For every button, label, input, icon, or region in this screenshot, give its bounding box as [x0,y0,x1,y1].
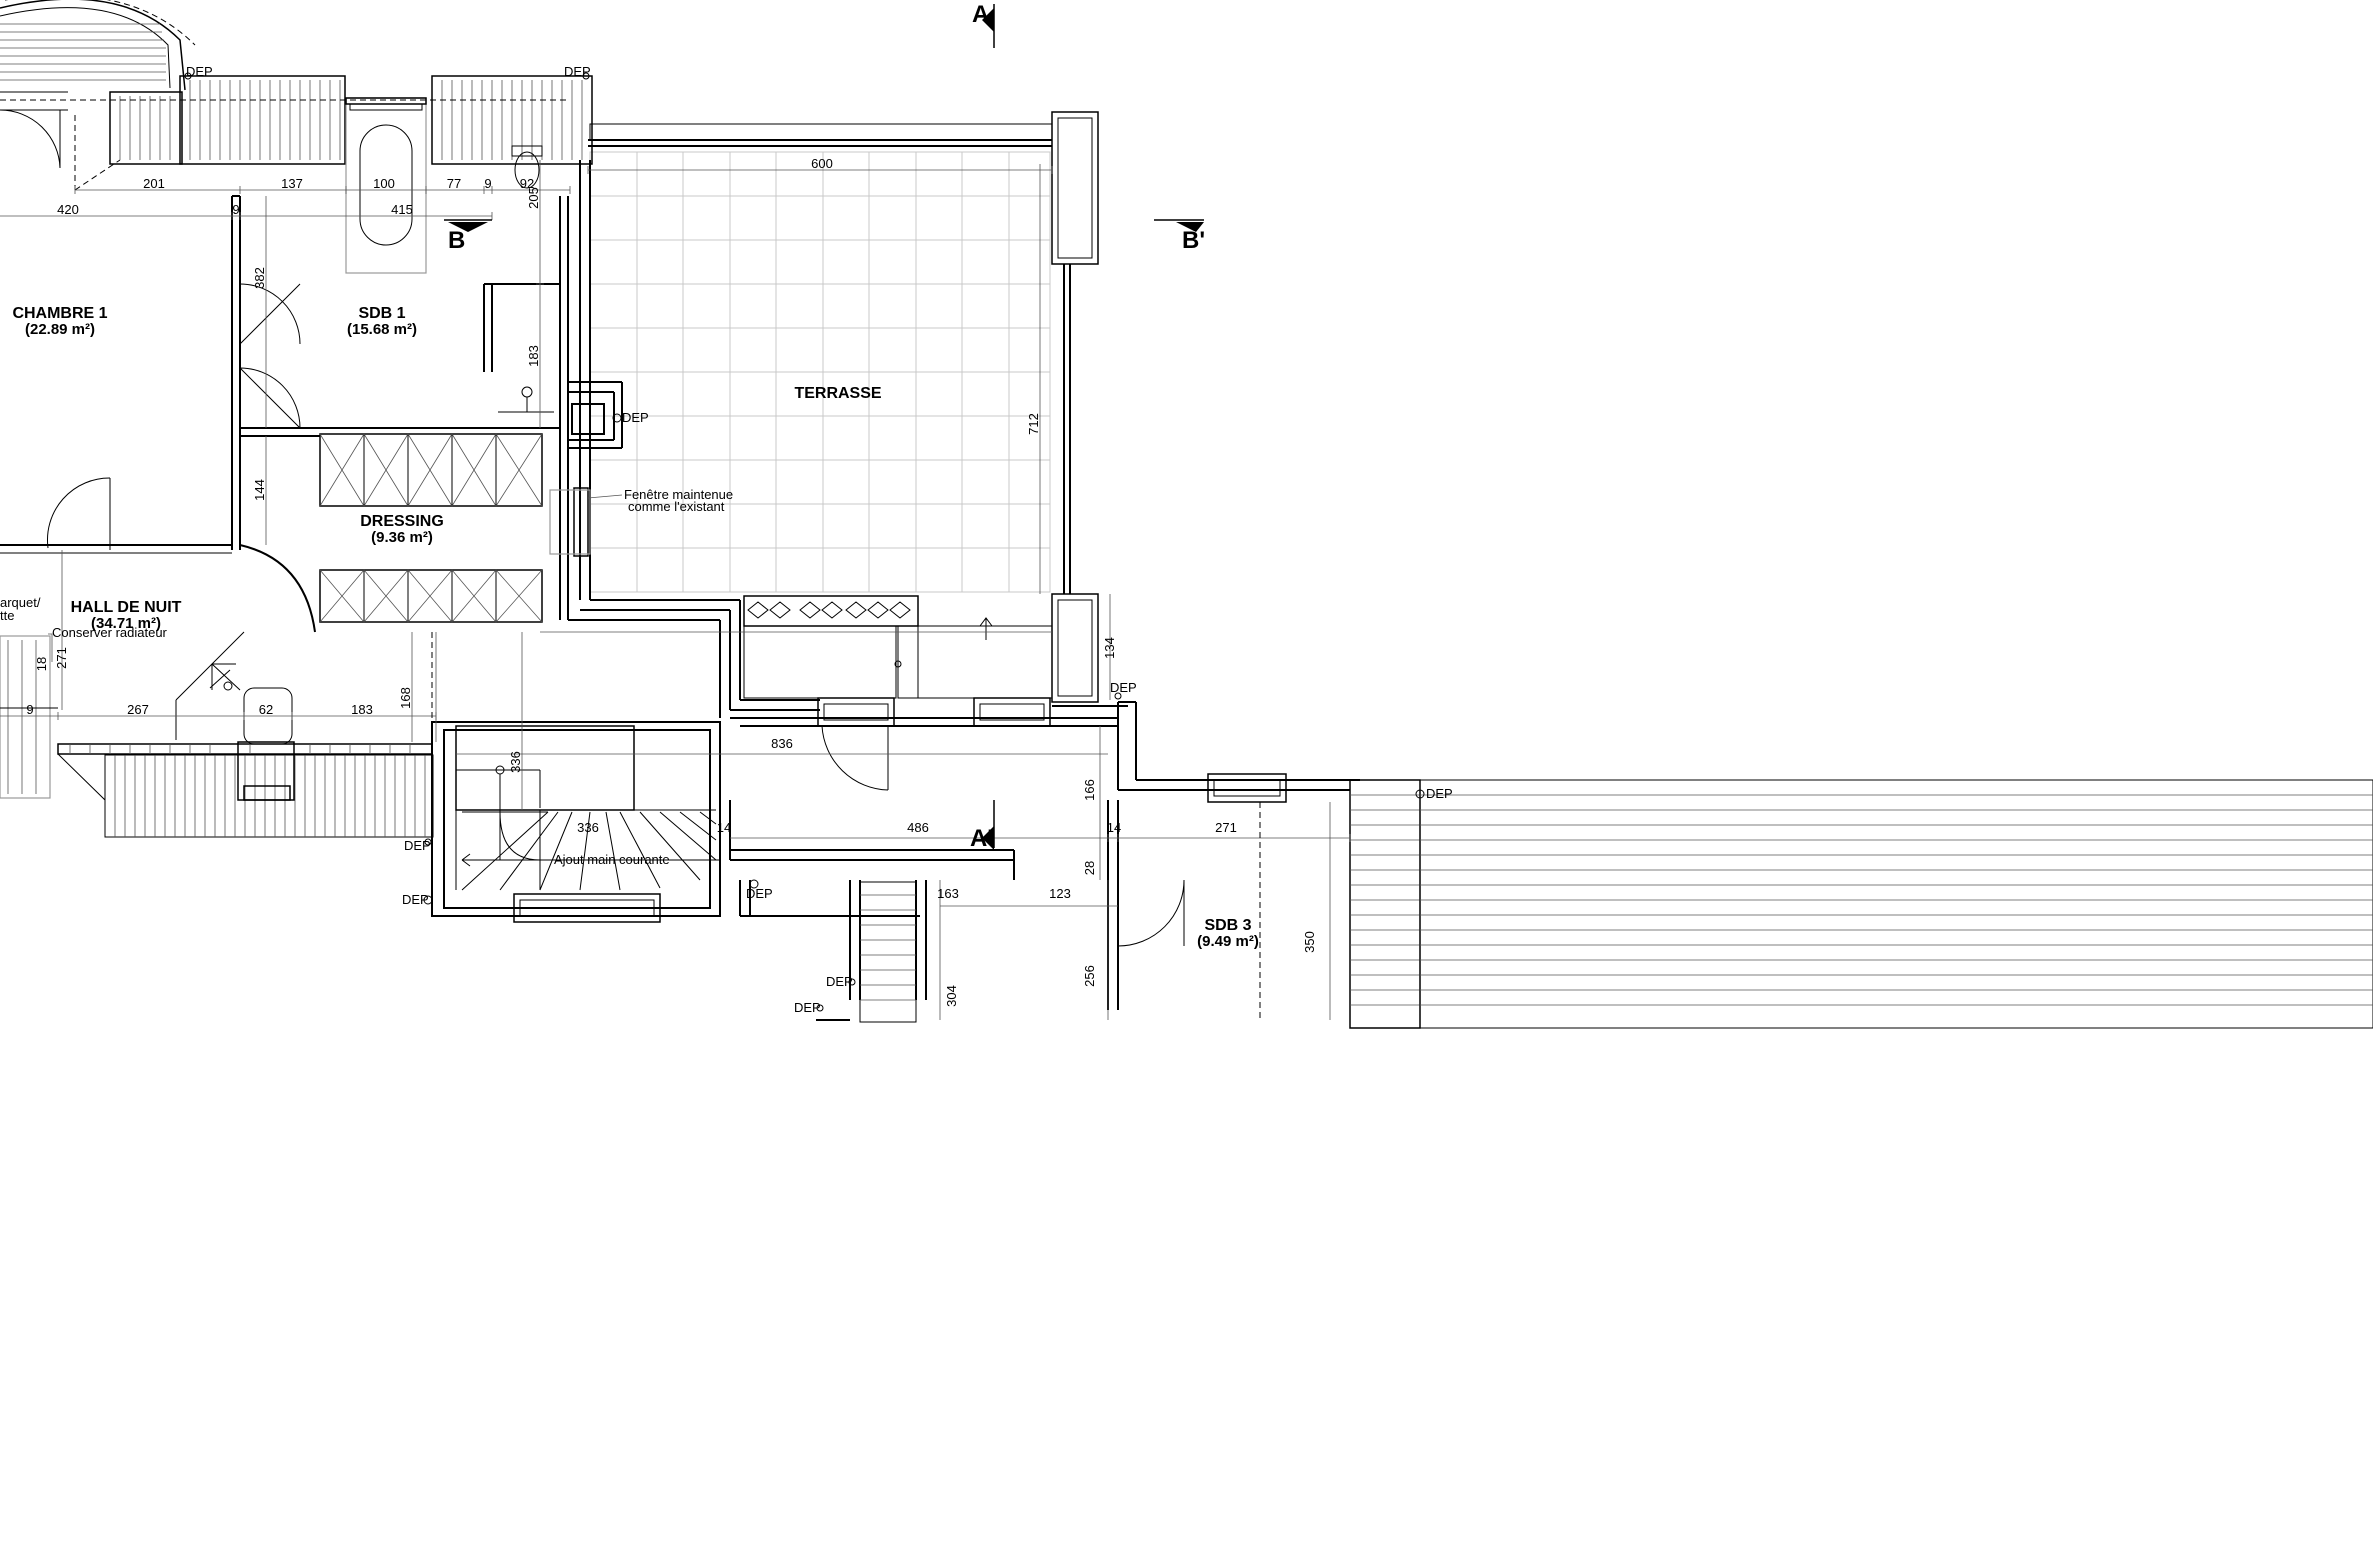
dim-text: 134 [1102,637,1117,659]
door-swings [0,109,1185,947]
dim-text: 304 [944,985,959,1007]
dim-text: 382 [252,267,267,289]
dep-label: DEP [826,974,853,989]
dim-text: 9 [232,202,239,217]
dim-text: 77 [447,176,461,191]
section-a-prime-label: A' [970,825,993,852]
dep-label: DEP [622,410,649,425]
dep-label: DEP [1426,786,1453,801]
dep-label: DEP [746,886,773,901]
note-parquet-2: tte [0,608,14,623]
dim-text: 168 [398,687,413,709]
room-name-dressing: DRESSING [360,513,444,530]
room-area-sdb3: (9.49 m²) [1197,933,1259,950]
room-name-terrasse: TERRASSE [794,385,881,402]
bottom-right-railing [1349,779,2373,1029]
dim-text: 62 [259,702,273,717]
dep-label: DEP [794,1000,821,1015]
room-area-sdb1: (15.68 m²) [347,321,417,338]
note-fenetre-line1: Fenêtre maintenue [624,487,733,502]
section-a-label: A [972,1,989,28]
bottom-railing-left [57,741,434,838]
dim-text: 336 [508,751,523,773]
top-railing-right [431,75,593,165]
room-area-dressing: (9.36 m²) [371,529,433,546]
section-marker-a: A [972,1,995,48]
planter [743,595,919,627]
dim-text: 163 [937,886,959,901]
dim-text: 166 [1082,779,1097,801]
dim-text: 123 [1049,886,1071,901]
dim-text: 486 [907,820,929,835]
note-main-courante-text: Ajout main courante [554,852,670,867]
dim-text: 256 [1082,965,1097,987]
room-area-chambre1: (22.89 m²) [25,321,95,338]
dep-markers: DEP DEP DEP DEP DEP DEP DEP DEP DEP DEP [184,64,1453,1015]
dim-text: 9 [484,176,491,191]
room-name-chambre1: CHAMBRE 1 [12,305,107,322]
note-fenetre-line2: comme l'existant [628,499,725,514]
dim-text: 92 [520,176,534,191]
section-b-label: B [448,227,465,254]
dim-text: 205 [526,187,541,209]
hall-stair-landing [175,631,293,745]
terrace-lower-zone [743,617,1053,699]
dim-text: 267 [127,702,149,717]
dim-text: 28 [1082,861,1097,875]
section-b-prime-label: B' [1182,227,1205,254]
interior-walls [0,111,1360,1021]
windows [243,97,1287,923]
dim-text: 137 [281,176,303,191]
dimension-lines [0,160,1351,1020]
dim-text: 144 [252,479,267,501]
dep-label: DEP [186,64,213,79]
note-parquet-1: arquet/ [0,595,41,610]
dim-text: 201 [143,176,165,191]
dep-label: DEP [1110,680,1137,695]
room-name-sdb3: SDB 3 [1204,917,1251,934]
note-radiateur-text: Conserver radiateur [52,625,168,640]
wardrobes-top [319,433,543,507]
dim-text: 183 [526,345,541,367]
dim-text: 415 [391,202,413,217]
dim-text: 271 [1215,820,1237,835]
room-area-hall: (34.71 m²) [91,615,161,632]
dim-text: 18 [34,657,49,671]
dim-text: 14 [717,820,731,835]
dim-text: 271 [54,647,69,669]
dim-text: 712 [1026,413,1041,435]
dep-label: DEP [402,892,429,907]
dep-label: DEP [564,64,591,79]
dep-label: DEP [404,838,431,853]
staircase [461,765,720,891]
dim-text: 14 [1107,820,1121,835]
dim-text: 836 [771,736,793,751]
dim-text: 350 [1302,931,1317,953]
dim-text: 100 [373,176,395,191]
dim-text: 183 [351,702,373,717]
dim-text: 600 [811,156,833,171]
section-marker-a-prime: A' [970,800,995,852]
dim-text: 9 [26,702,33,717]
note-fenetre: Fenêtre maintenue comme l'existant [587,487,733,514]
dimension-texts: 201 137 100 77 9 92 420 9 415 600 205 38… [26,156,1317,1007]
note-main-courante: Ajout main courante [554,852,670,867]
note-radiateur: Conserver radiateur [48,625,168,662]
toilet [511,145,543,189]
section-marker-b: B [444,219,492,254]
top-dashed-window-line [0,91,570,191]
top-railing-left [109,75,346,165]
room-name-sdb1: SDB 1 [358,305,405,322]
dim-text: 420 [57,202,79,217]
top-left-bay [0,0,196,91]
west-fragment [0,635,58,799]
wardrobes-bottom [319,569,543,623]
dim-text: 336 [577,820,599,835]
room-name-hall: HALL DE NUIT [71,599,182,616]
section-marker-b-prime: B' [1154,219,1205,254]
lower-stair-railing [859,881,917,1023]
terrace-tile-grid [589,151,1051,593]
